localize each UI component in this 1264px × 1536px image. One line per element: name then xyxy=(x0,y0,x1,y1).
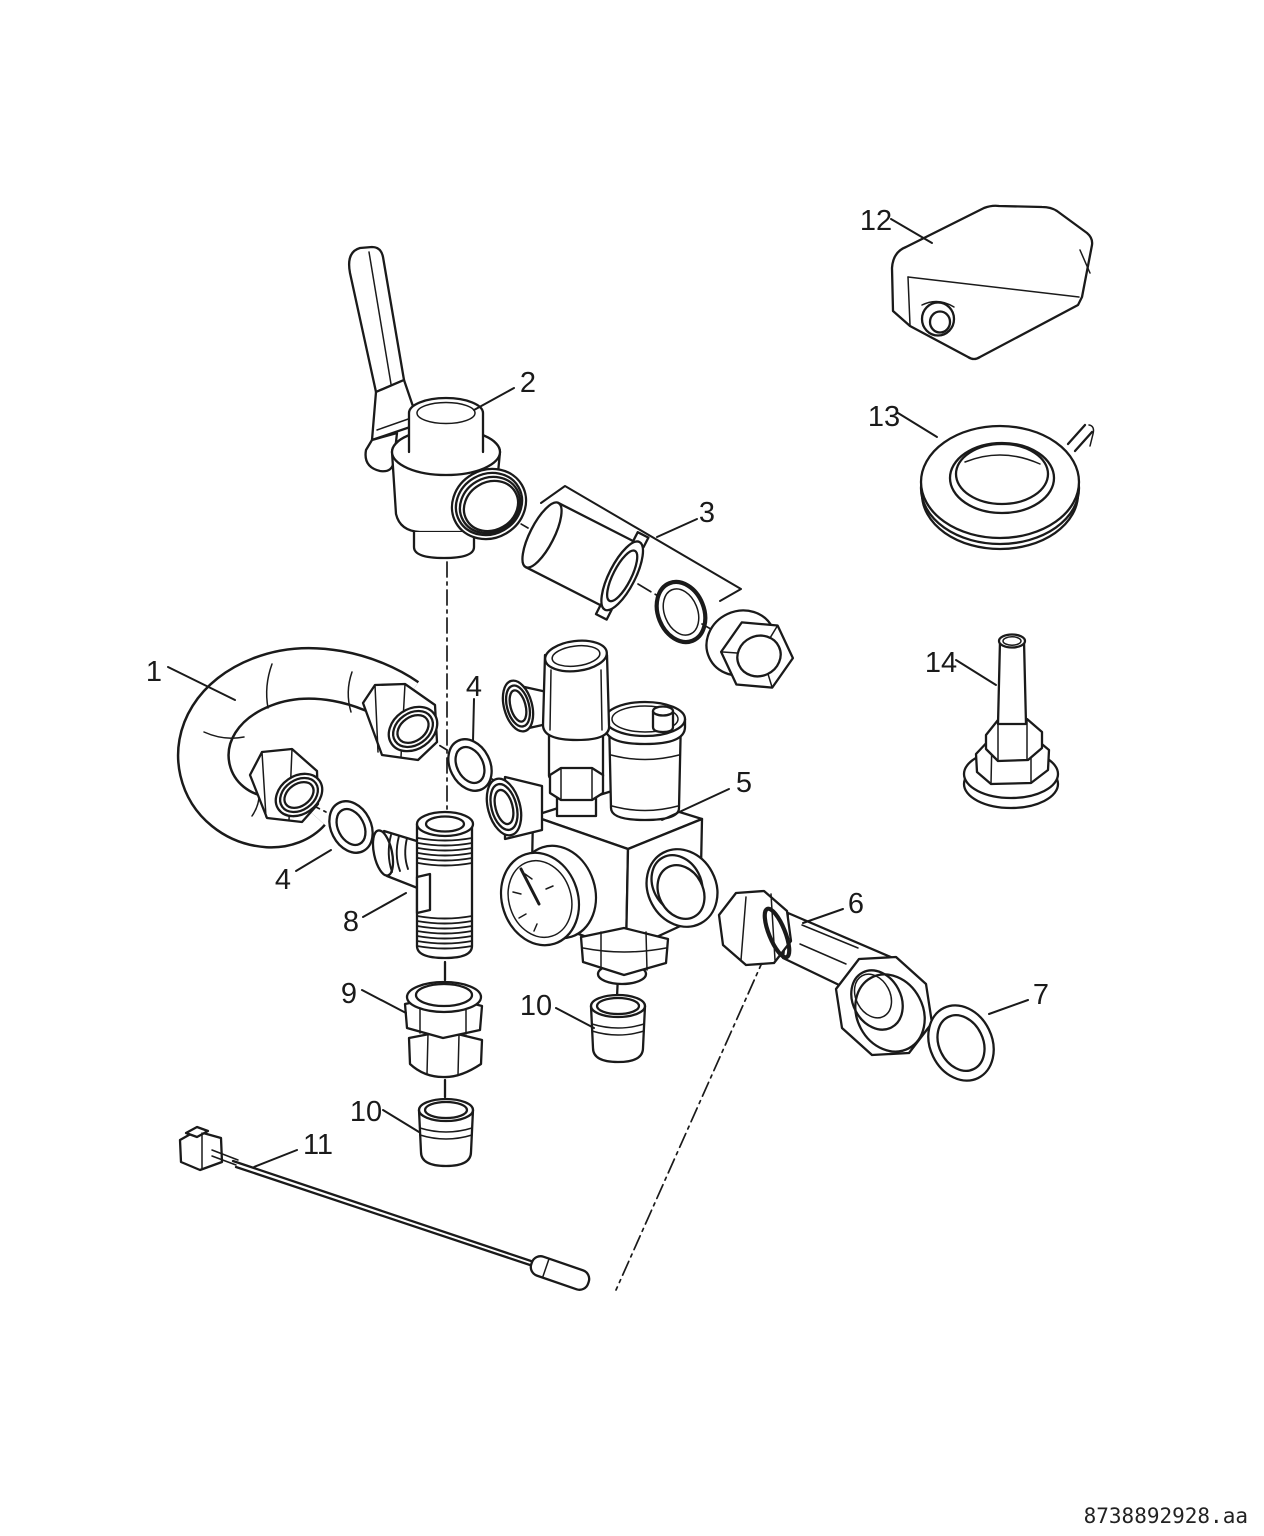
leader-line-part-7 xyxy=(988,999,1029,1015)
part-5-valve-group xyxy=(485,639,719,986)
part-number-label-5: 5 xyxy=(736,767,752,799)
part-number-label-6: 6 xyxy=(848,888,864,920)
part-number-label-4: 4 xyxy=(275,864,291,896)
part-10-sleeve-lower xyxy=(417,1097,475,1168)
part-4-gasket-lower xyxy=(328,800,374,854)
leader-line-part-4 xyxy=(295,849,332,872)
pressure-gauge xyxy=(499,844,598,947)
part-1-u-bend-pipe xyxy=(176,646,439,849)
part-number-label-10: 10 xyxy=(520,990,552,1022)
leader-line-part-2 xyxy=(473,387,515,411)
part-8-threaded-tee xyxy=(371,810,475,960)
part-12-cover-cap xyxy=(890,204,1094,361)
part-2-ball-valve xyxy=(347,245,528,560)
leader-line-part-4 xyxy=(472,698,475,742)
upper-left-port xyxy=(501,679,549,733)
part-number-label-14: 14 xyxy=(925,647,957,679)
part-number-label-2: 2 xyxy=(520,367,536,399)
leader-line-part-10 xyxy=(382,1109,420,1133)
drawing-number: 8738892928.aa xyxy=(1084,1504,1248,1528)
leader-line-part-11 xyxy=(253,1149,298,1168)
o-ring xyxy=(654,579,708,645)
part-3-strainer-set xyxy=(521,501,795,689)
part-13-capillary-coil xyxy=(919,423,1095,551)
leader-line-part-8 xyxy=(362,892,407,918)
leader-line-part-13 xyxy=(897,412,938,438)
part-number-label-8: 8 xyxy=(343,906,359,938)
leader-line-part-6 xyxy=(802,908,844,924)
part-number-label-7: 7 xyxy=(1033,979,1049,1011)
strainer-mesh-insert xyxy=(521,501,650,621)
part-number-label-11: 11 xyxy=(303,1129,333,1161)
sensor-tip xyxy=(529,1255,591,1291)
bottom-outlet xyxy=(579,926,670,986)
leader-line-part-5 xyxy=(661,788,730,821)
leader-line-part-10 xyxy=(555,1007,595,1029)
right-port-ring xyxy=(645,848,719,928)
air-vent xyxy=(603,700,687,822)
part-7-sealing-ring xyxy=(927,1004,995,1082)
seal-ring xyxy=(762,906,792,960)
part-number-label-12: 12 xyxy=(860,205,892,237)
leader-line-part-1 xyxy=(167,666,236,701)
leader-line-part-3 xyxy=(656,518,698,538)
part-11-sensor-cable xyxy=(178,1125,591,1291)
safety-valve xyxy=(541,639,611,818)
part-14-immersion-well xyxy=(962,633,1060,810)
lever-handle xyxy=(347,245,421,473)
part-number-label-4: 4 xyxy=(466,671,482,703)
part-number-label-3: 3 xyxy=(699,497,715,529)
part-6-tapered-connector xyxy=(717,889,934,1057)
tee-left-branch xyxy=(371,829,422,891)
part-4-gasket-upper xyxy=(447,738,493,792)
cable-connector xyxy=(178,1125,239,1172)
gauge-needle xyxy=(519,867,541,906)
part-number-label-13: 13 xyxy=(868,401,900,433)
part-9-union-fitting xyxy=(403,980,484,1079)
valve-outlet-ring xyxy=(450,467,528,541)
hex-plug xyxy=(705,609,795,689)
leader-line-part-9 xyxy=(361,989,407,1014)
leader-line-part-12 xyxy=(890,218,933,244)
part-number-label-10: 10 xyxy=(350,1096,382,1128)
leader-line-part-14 xyxy=(955,659,997,686)
part-10-sleeve xyxy=(589,993,647,1064)
lower-left-port xyxy=(485,775,544,841)
part-number-label-9: 9 xyxy=(341,978,357,1010)
part-number-label-1: 1 xyxy=(146,656,162,688)
group-bracket-part-3 xyxy=(540,485,742,602)
